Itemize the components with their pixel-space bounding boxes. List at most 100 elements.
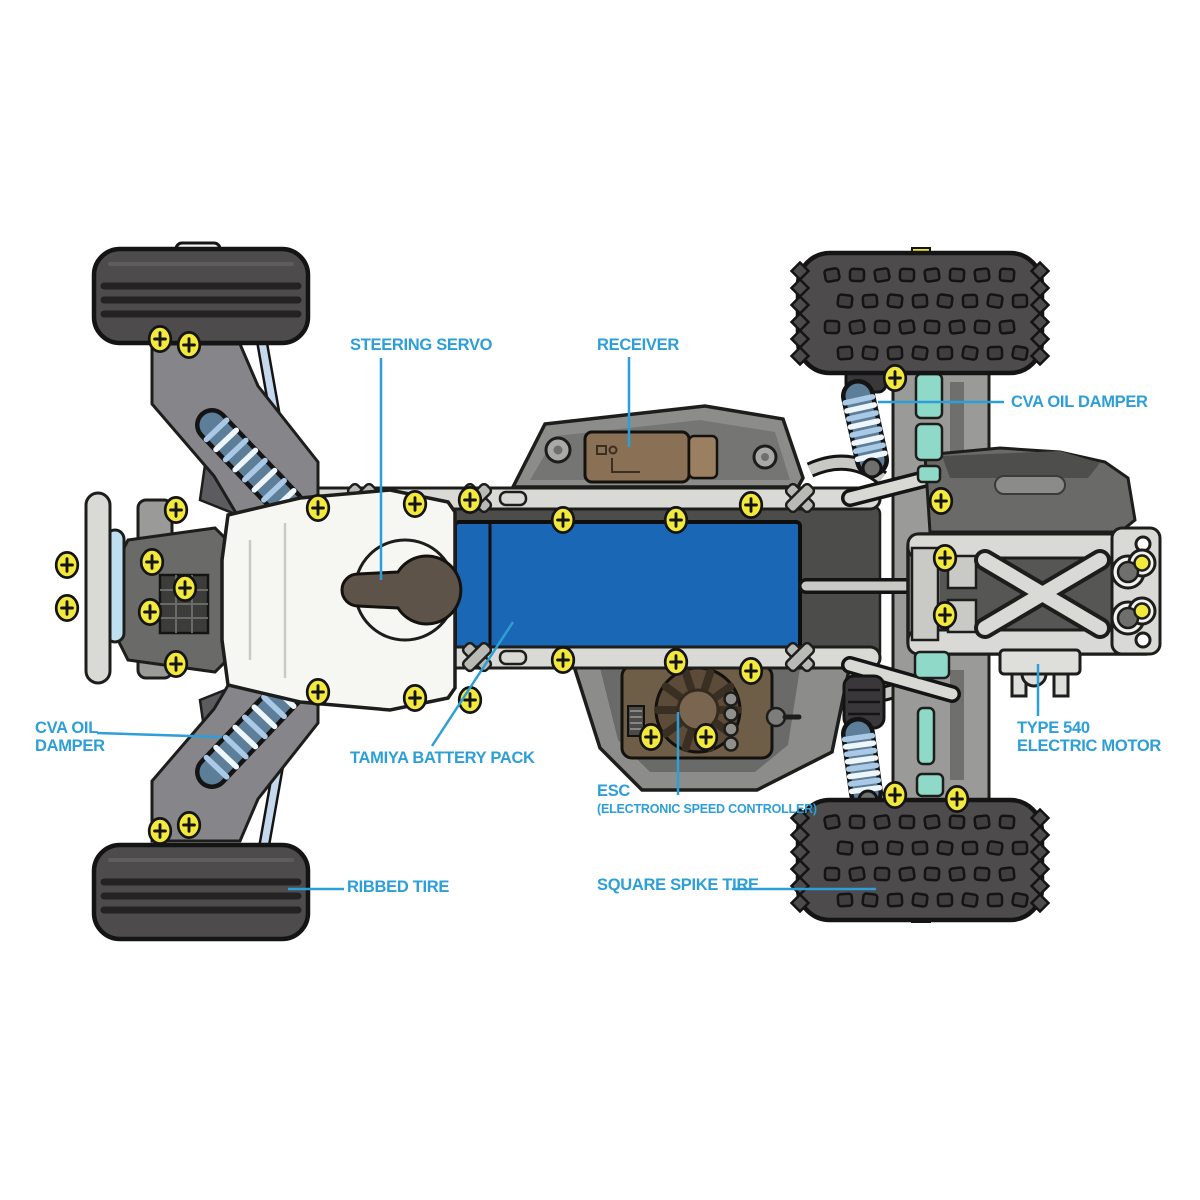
- coil: [849, 426, 883, 438]
- coil: [213, 744, 240, 770]
- spike: [936, 892, 954, 908]
- spike: [861, 293, 879, 309]
- screw-30: [944, 784, 970, 814]
- square-spike-tread: [789, 807, 1051, 914]
- screw-4: [663, 505, 689, 535]
- coil: [843, 747, 878, 758]
- screw-9: [550, 645, 576, 675]
- spike: [861, 840, 879, 856]
- coil: [261, 694, 287, 720]
- coil: [852, 442, 886, 454]
- spike: [898, 814, 916, 830]
- spike: [898, 866, 916, 882]
- fan-blade: [681, 667, 695, 693]
- screw-17: [163, 495, 189, 525]
- screw-23: [638, 722, 664, 752]
- label-motor-line2: ELECTRIC MOTOR: [1017, 737, 1161, 755]
- front-left-ribbed-tire: [91, 246, 311, 346]
- coil: [251, 467, 278, 493]
- spike: [873, 319, 891, 335]
- screw-0: [305, 493, 331, 523]
- edge-spike: [1029, 277, 1051, 299]
- label-cva-left-line1: CVA OIL: [35, 719, 98, 737]
- coil: [842, 740, 877, 750]
- edge-spike: [1029, 824, 1051, 846]
- coil: [203, 417, 230, 443]
- edge-spike: [789, 311, 811, 333]
- label-esc: ESC (ELECTRONIC SPEED CONTROLLER): [597, 782, 817, 817]
- coil: [846, 770, 881, 780]
- rear-left-ribbed-tire: [91, 842, 311, 942]
- edge-spike: [1029, 875, 1051, 897]
- spike: [823, 319, 841, 335]
- battery-pack-part: [453, 520, 802, 656]
- spike: [836, 840, 854, 856]
- spike: [898, 267, 916, 283]
- screw-5: [738, 490, 764, 520]
- top-deck: [510, 404, 805, 489]
- x-brace: [974, 549, 1111, 639]
- spike: [823, 814, 841, 830]
- spike: [848, 814, 866, 830]
- coil: [844, 402, 878, 414]
- spike: [973, 814, 991, 830]
- spike: [848, 866, 866, 882]
- label-cva-oil-damper-right: CVA OIL DAMPER: [1011, 393, 1148, 411]
- electric-motor-part: [998, 648, 1082, 698]
- edge-spike: [789, 841, 811, 863]
- screw-7: [402, 683, 428, 713]
- screw-14: [172, 573, 198, 603]
- spike: [911, 840, 929, 856]
- coil: [841, 732, 876, 743]
- screw-10: [663, 647, 689, 677]
- coil: [222, 437, 249, 463]
- edge-spike: [789, 892, 811, 914]
- label-cva-oil-damper-left: CVA OIL DAMPER: [35, 719, 105, 755]
- edge-spike: [1029, 311, 1051, 333]
- edge-spike: [1029, 807, 1051, 829]
- spike: [873, 866, 891, 882]
- edge-spike: [1029, 345, 1051, 367]
- spike: [1011, 293, 1029, 309]
- screw-6: [305, 677, 331, 707]
- spike: [861, 345, 879, 361]
- spike: [961, 293, 979, 309]
- spike: [923, 866, 941, 882]
- coil: [241, 457, 268, 483]
- spike: [973, 866, 991, 882]
- rail-clamp-5: [784, 641, 816, 673]
- spike: [986, 293, 1004, 309]
- spike: [911, 345, 929, 361]
- coil: [203, 754, 230, 780]
- screw-28: [882, 363, 908, 393]
- edge-spike: [1029, 858, 1051, 880]
- coil: [213, 427, 240, 453]
- rear-gearbox-housing: [923, 446, 1137, 534]
- coil: [232, 724, 259, 750]
- spike: [1011, 840, 1029, 856]
- spike: [898, 319, 916, 335]
- screw-21: [147, 816, 173, 846]
- coil: [851, 434, 885, 446]
- label-esc-subtitle: (ELECTRONIC SPEED CONTROLLER): [597, 802, 817, 816]
- edge-spike: [1029, 841, 1051, 863]
- spike: [948, 267, 966, 283]
- coil: [241, 714, 268, 740]
- spike: [836, 892, 854, 908]
- spike: [998, 267, 1016, 283]
- edge-spike: [1029, 328, 1051, 350]
- edge-spike: [789, 824, 811, 846]
- screw-2: [457, 485, 483, 515]
- coil: [261, 477, 287, 503]
- edge-spike: [789, 277, 811, 299]
- teal-accents: [913, 372, 951, 798]
- steering-servo-part: [220, 488, 463, 712]
- spike: [923, 319, 941, 335]
- screw-22: [176, 810, 202, 840]
- label-cva-left-line2: DAMPER: [35, 737, 105, 755]
- square-spike-tread: [789, 260, 1051, 367]
- spike: [836, 293, 854, 309]
- edge-spike: [1029, 260, 1051, 282]
- spike: [911, 293, 929, 309]
